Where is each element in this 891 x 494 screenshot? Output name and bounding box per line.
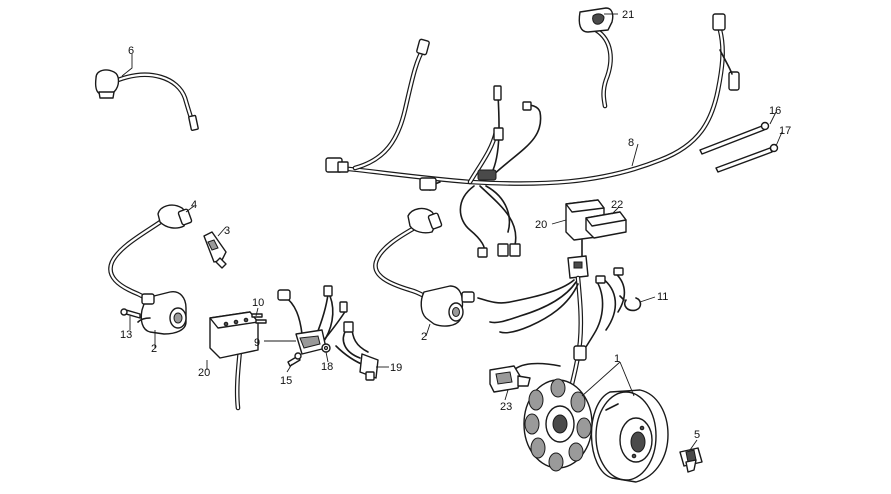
cdi-unit-20-left[interactable] <box>209 311 259 411</box>
callout-23: 23 <box>500 401 512 413</box>
callout-13: 13 <box>120 329 132 341</box>
leader-lines <box>121 13 783 451</box>
callout-21: 21 <box>622 9 634 21</box>
callout-11: 11 <box>657 291 668 303</box>
ignition-coil-2-left[interactable] <box>108 215 187 335</box>
callout-3: 3 <box>224 225 230 237</box>
voltage-regulator-9[interactable] <box>277 285 348 355</box>
callout-6: 6 <box>128 45 134 57</box>
bolt-5[interactable] <box>679 447 703 473</box>
stator-1[interactable] <box>523 378 593 472</box>
cable-tie-17[interactable] <box>715 143 779 173</box>
callout-15: 15 <box>280 375 292 387</box>
callout-18: 18 <box>321 361 333 373</box>
cable-tie-16[interactable] <box>699 121 770 155</box>
spark-plug-3[interactable] <box>203 231 227 269</box>
callout-19: 19 <box>390 362 402 374</box>
ignition-coil-2-right[interactable] <box>373 207 475 327</box>
callout-16: 16 <box>769 105 781 117</box>
callout-22: 22 <box>611 199 623 211</box>
callout-2-left: 2 <box>151 343 157 355</box>
callout-17: 17 <box>779 125 791 137</box>
flywheel-rotor-1[interactable] <box>590 389 669 483</box>
spark-plug-cap-4[interactable] <box>157 204 193 229</box>
callout-labels: 1 2 2 3 4 5 6 8 9 10 11 13 15 16 17 18 1… <box>120 9 791 441</box>
callout-9: 9 <box>254 337 260 349</box>
stator-poles <box>524 378 592 472</box>
callout-1: 1 <box>614 353 620 365</box>
screw-13[interactable] <box>120 308 141 319</box>
cable-clamp-21[interactable] <box>578 7 614 109</box>
cdi-unit-20-right[interactable] <box>565 199 605 279</box>
callout-10: 10 <box>252 297 264 309</box>
spark-plug-cap-6[interactable] <box>94 69 199 131</box>
nut-18[interactable] <box>321 343 331 353</box>
cdi-cover-22[interactable] <box>585 211 627 239</box>
callout-4: 4 <box>191 199 197 211</box>
callout-8: 8 <box>628 137 634 149</box>
wire-connector-19[interactable] <box>335 321 379 381</box>
screw-15[interactable] <box>287 352 302 367</box>
callout-20-left: 20 <box>198 367 210 379</box>
screws-10[interactable] <box>251 313 267 324</box>
callout-5: 5 <box>694 429 700 441</box>
main-wiring-harness-8[interactable] <box>325 13 740 258</box>
callout-20-right: 20 <box>535 219 547 231</box>
stator-wiring <box>477 267 626 395</box>
callout-2-right: 2 <box>421 331 427 343</box>
pickup-sensor-23[interactable] <box>489 365 531 393</box>
hose-clip-11[interactable] <box>619 295 642 312</box>
